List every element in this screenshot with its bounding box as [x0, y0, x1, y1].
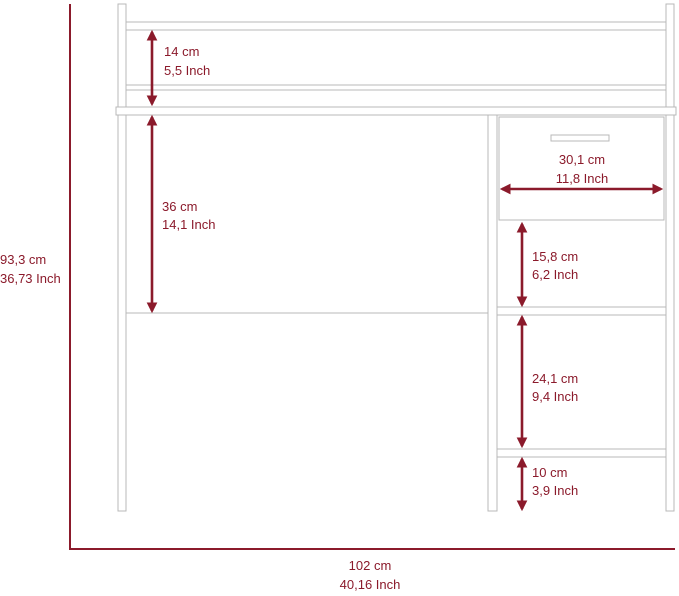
cabinet-middle-shelf — [496, 306, 667, 316]
top-shelf-cm: 14 cm — [164, 44, 199, 59]
desk-top — [115, 106, 677, 116]
cabinet-bottom-shelf — [496, 448, 667, 458]
total-height-cm: 93,3 cm — [0, 252, 46, 267]
upper-shelf-inch: 6,2 Inch — [532, 267, 578, 282]
base-cm: 10 cm — [532, 465, 567, 480]
lower-shelf-inch: 9,4 Inch — [532, 389, 578, 404]
drawer-handle — [550, 134, 610, 142]
cabinet-side-panel — [487, 114, 498, 512]
left-post — [117, 3, 127, 512]
drawer-width-inch: 11,8 Inch — [556, 171, 609, 186]
total-width-cm: 102 cm — [349, 558, 392, 573]
lower-shelf-cm: 24,1 cm — [532, 371, 578, 386]
right-post — [665, 3, 675, 512]
desk-opening-inch: 14,1 Inch — [162, 217, 216, 232]
hutch-lower-shelf — [125, 84, 667, 91]
desk-outline — [115, 3, 677, 512]
total-width-inch: 40,16 Inch — [340, 577, 401, 592]
upper-shelf-cm: 15,8 cm — [532, 249, 578, 264]
top-shelf-inch: 5,5 Inch — [164, 63, 210, 78]
drawer-front — [498, 116, 665, 221]
total-height-inch: 36,73 Inch — [0, 271, 61, 286]
base-inch: 3,9 Inch — [532, 483, 578, 498]
desk-opening-cm: 36 cm — [162, 199, 197, 214]
drawer-width-cm: 30,1 cm — [559, 152, 605, 167]
hutch-top-shelf — [125, 21, 667, 31]
